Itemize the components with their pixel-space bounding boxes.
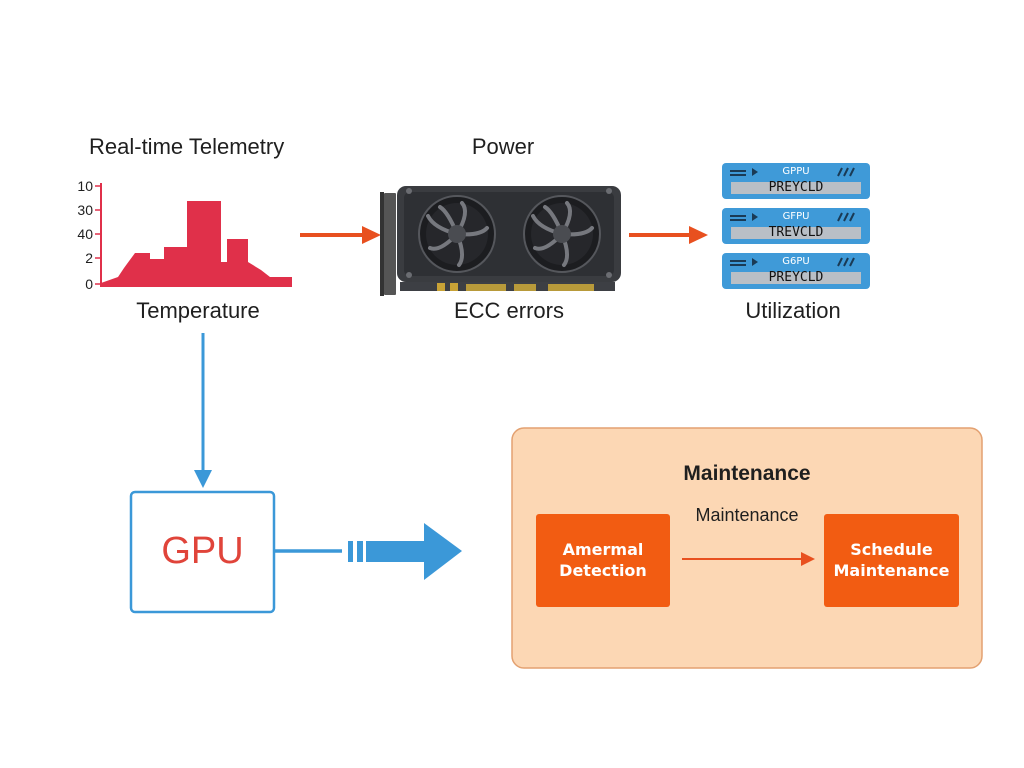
ecc-errors-label: ECC errors	[453, 298, 564, 323]
maintenance-panel	[511, 427, 983, 669]
server-bottom-label: TREVCLD	[768, 225, 824, 240]
anomaly-detection-box	[536, 514, 670, 607]
server-unit	[722, 208, 870, 244]
schedule-maintenance-box	[824, 514, 959, 607]
schedule-line-2: Maintenance	[833, 561, 950, 580]
power-label: Power	[471, 134, 535, 159]
server-unit	[722, 163, 870, 199]
y-tick-label: 0	[85, 276, 93, 292]
anomaly-detection-label: Amermal Detection	[536, 539, 670, 581]
telemetry-chart	[95, 183, 292, 287]
gpu-box-label: GPU	[161, 530, 244, 572]
arrow-telemetry-to-gpu	[300, 226, 381, 244]
utilization-label: Utilization	[745, 298, 841, 323]
telemetry-title: Real-time Telemetry	[89, 134, 285, 159]
maintenance-subtitle: Maintenance	[695, 505, 799, 525]
y-tick-label: 30	[77, 202, 93, 218]
arrow-telemetry-to-gpu-box	[194, 333, 212, 488]
arrow-gpu-to-servers	[629, 226, 708, 244]
server-bottom-label: PREYCLD	[768, 180, 824, 195]
maintenance-title: Maintenance	[683, 462, 811, 485]
schedule-maintenance-label: Schedule Maintenance	[824, 539, 959, 581]
server-unit	[722, 253, 870, 289]
temperature-area	[101, 201, 292, 287]
anomaly-line-1: Amermal	[562, 540, 644, 559]
server-stack	[722, 163, 870, 289]
gpu-card-image	[380, 186, 621, 296]
server-top-label: G6PU	[782, 256, 810, 267]
y-tick-label: 40	[77, 226, 93, 242]
arrow-detection-to-schedule	[682, 552, 815, 566]
server-top-label: GPPU	[782, 166, 810, 177]
y-tick-label: 2	[85, 250, 93, 266]
server-bottom-label: PREYCLD	[768, 270, 824, 285]
anomaly-line-2: Detection	[559, 561, 647, 580]
y-tick-label: 10	[77, 178, 93, 194]
temperature-label: Temperature	[136, 298, 260, 323]
schedule-line-1: Schedule	[850, 540, 933, 559]
arrow-gpu-to-maintenance	[274, 523, 462, 580]
server-top-label: GFPU	[782, 211, 810, 222]
